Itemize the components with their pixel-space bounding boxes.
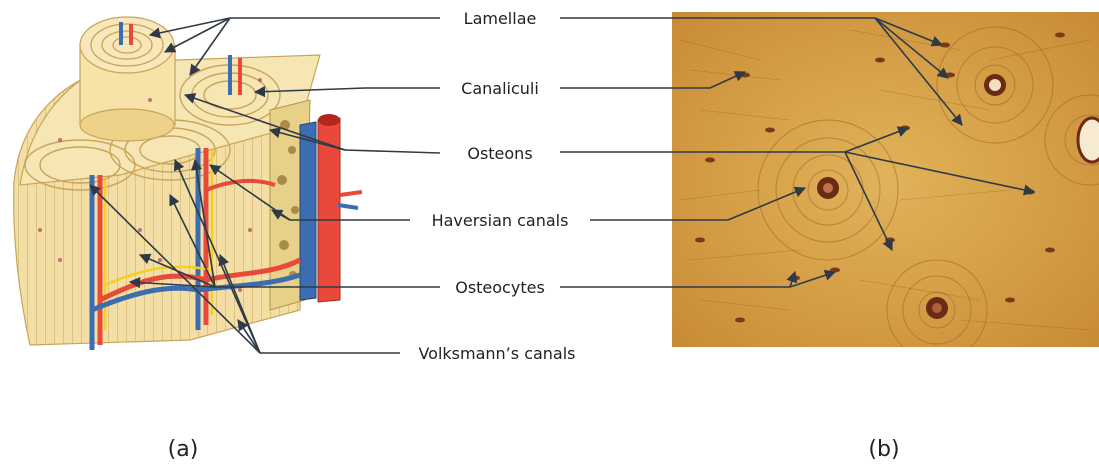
label-canaliculi: Canaliculi xyxy=(461,79,539,98)
label-osteocytes: Osteocytes xyxy=(455,278,545,297)
label-haversian-canals: Haversian canals xyxy=(432,211,569,230)
label-osteons: Osteons xyxy=(467,144,532,163)
label-volkmanns-canals: Volksmann’s canals xyxy=(418,344,575,363)
micrograph xyxy=(672,12,1099,360)
caption-a: (a) xyxy=(168,437,199,462)
osteon-cylinder xyxy=(80,17,175,141)
label-lamellae: Lamellae xyxy=(464,9,537,28)
large-vein xyxy=(300,122,316,300)
caption-b: (b) xyxy=(868,437,899,462)
bone-illustration xyxy=(14,17,362,350)
